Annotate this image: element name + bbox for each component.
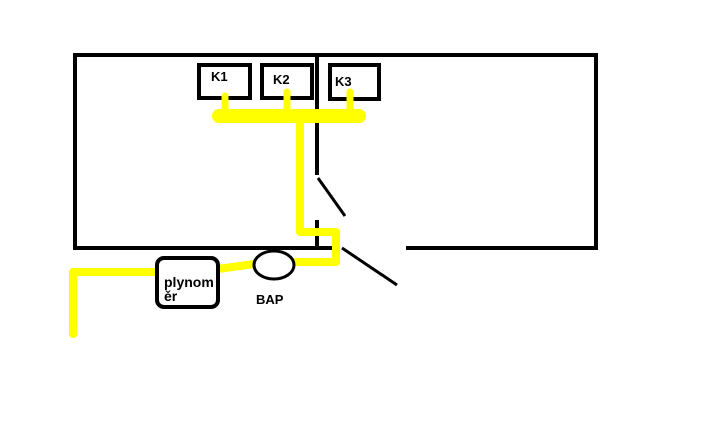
labels: K1 K2 K3 plynom ěr BAP	[164, 69, 352, 307]
label-meter-line1: plynom	[164, 274, 214, 290]
outer-wall-left	[73, 53, 598, 250]
boiler-k1-box	[197, 63, 252, 100]
gas-supply-line	[69, 268, 161, 338]
boiler-k3-box	[328, 63, 381, 101]
gas-line-valve-to-meter	[214, 260, 258, 273]
label-meter-line2: ěr	[164, 288, 178, 304]
interior-door	[316, 177, 347, 217]
gas-piping	[69, 88, 366, 338]
gas-main-line	[292, 112, 340, 266]
gas-meter-box	[155, 256, 220, 309]
walls	[73, 53, 598, 287]
bap-valve	[252, 249, 296, 281]
label-k3: K3	[335, 74, 352, 89]
entrance-door	[341, 246, 398, 287]
label-k2: K2	[273, 72, 290, 87]
label-k1: K1	[211, 69, 228, 84]
gas-meter	[155, 256, 220, 309]
label-bap: BAP	[256, 292, 284, 307]
